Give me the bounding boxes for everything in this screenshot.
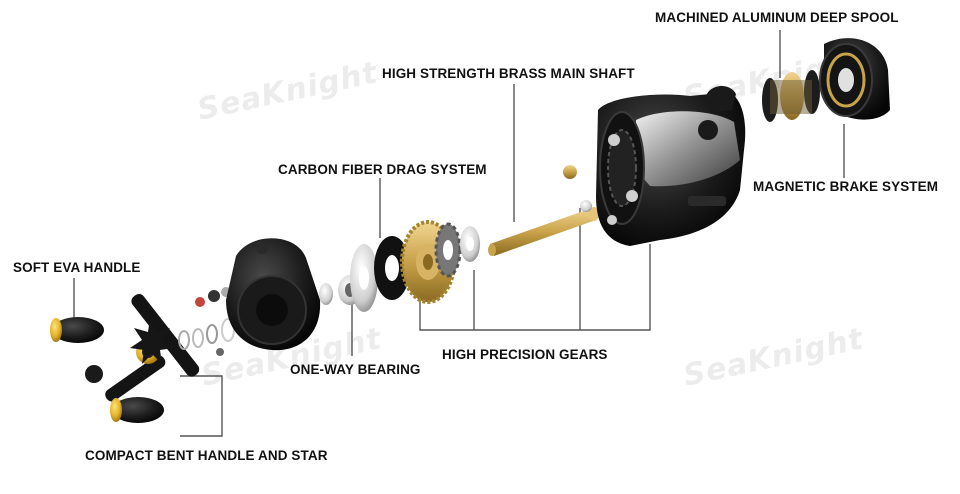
ratchet-washers <box>434 222 480 278</box>
aluminum-spool <box>762 70 820 122</box>
eva-knob-upper <box>52 317 104 343</box>
eva-knob-upper-cap <box>50 318 62 342</box>
label-main-shaft: HIGH STRENGTH BRASS MAIN SHAFT <box>382 66 635 81</box>
label-brake: MAGNETIC BRAKE SYSTEM <box>753 179 939 194</box>
reel-frame <box>596 85 746 246</box>
leader-gears <box>419 244 651 331</box>
eva-knob-lower-cap <box>110 398 122 422</box>
label-gears: HIGH PRECISION GEARS <box>442 347 608 362</box>
handle-assembly <box>50 294 200 423</box>
label-drag: CARBON FIBER DRAG SYSTEM <box>278 162 487 177</box>
eva-knob-lower <box>112 397 164 423</box>
handle-arm <box>131 294 200 377</box>
label-handle: SOFT EVA HANDLE <box>13 260 141 275</box>
label-spool: MACHINED ALUMINUM DEEP SPOOL <box>655 10 899 25</box>
label-bent-handle: COMPACT BENT HANDLE AND STAR <box>85 448 328 463</box>
leader-bent-handle <box>180 375 223 437</box>
handle-arm-lower <box>105 355 166 402</box>
label-bearing: ONE-WAY BEARING <box>290 362 421 377</box>
star-drag <box>130 318 174 364</box>
leader-lines <box>73 30 845 437</box>
handle-nut <box>85 365 103 383</box>
drag-washers <box>350 236 410 312</box>
brake-side-cover <box>819 38 890 120</box>
small-washers <box>178 287 235 356</box>
side-plate <box>226 238 321 351</box>
